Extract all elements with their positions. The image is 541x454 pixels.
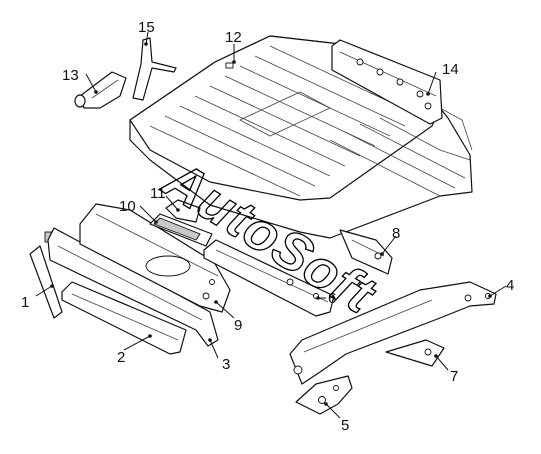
part-8-bracket xyxy=(339,229,393,275)
leader-lines xyxy=(35,31,507,419)
part-4-side-rail xyxy=(289,281,497,385)
callout-4: 4 xyxy=(506,277,514,294)
callout-7: 7 xyxy=(450,368,458,385)
part-15-jack-handle xyxy=(132,37,177,101)
part-9-front-floor-panel xyxy=(79,203,231,313)
callout-15: 15 xyxy=(138,19,155,36)
callout-1: 1 xyxy=(21,294,29,311)
callout-10: 10 xyxy=(119,198,136,215)
callout-2: 2 xyxy=(117,349,125,366)
callout-13: 13 xyxy=(62,67,79,84)
part-14-rear-crossmember xyxy=(331,39,443,125)
callout-9: 9 xyxy=(234,317,242,334)
callout-6: 6 xyxy=(328,290,336,307)
part-5-bracket xyxy=(295,375,353,415)
part-7-bracket xyxy=(385,339,445,367)
callout-5: 5 xyxy=(341,417,349,434)
part-2-lower-crossmember xyxy=(61,281,187,355)
callout-11: 11 xyxy=(150,185,166,202)
callout-12: 12 xyxy=(225,29,242,46)
part-10-bracket xyxy=(149,213,213,247)
part-6-crossmember xyxy=(203,239,335,317)
part-13-jack xyxy=(74,71,127,109)
callout-8: 8 xyxy=(392,225,400,242)
callout-14: 14 xyxy=(442,61,459,78)
callout-3: 3 xyxy=(222,356,230,373)
